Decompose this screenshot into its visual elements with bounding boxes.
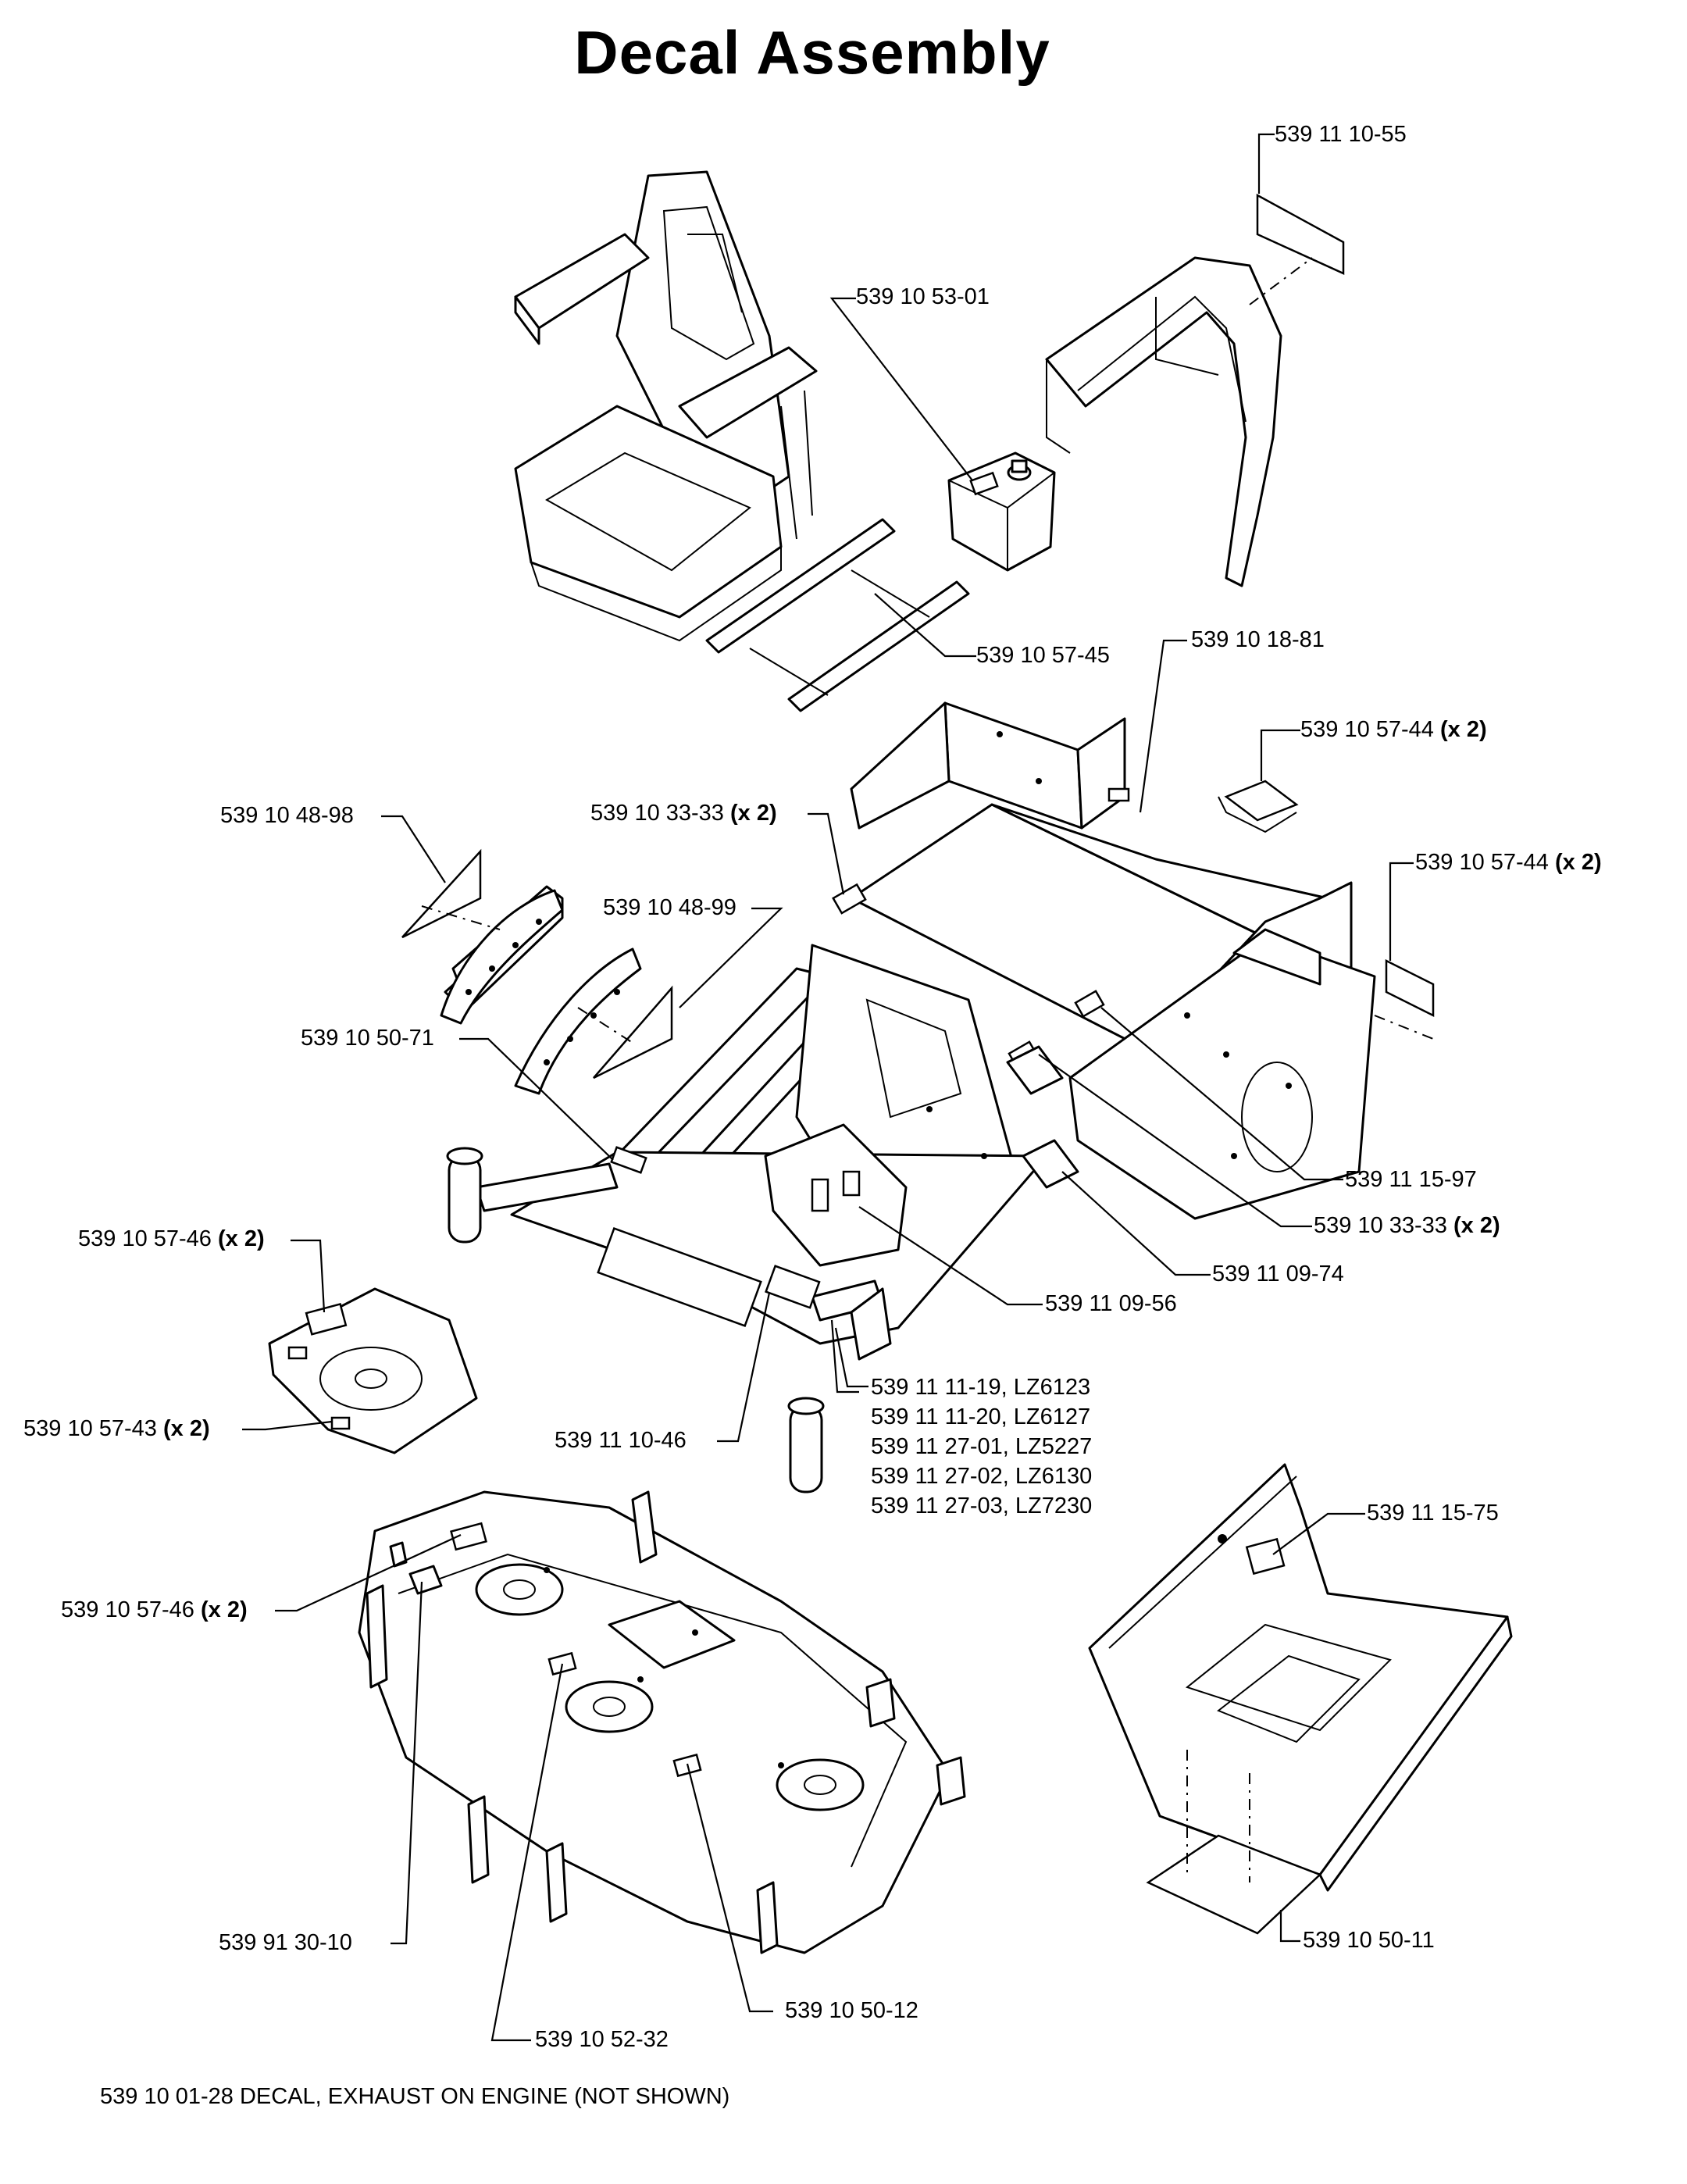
label-539-10-50-12: 539 10 50-12 [785, 1998, 918, 2023]
label-539-10-18-81: 539 10 18-81 [1191, 627, 1325, 652]
label-539-11-15-75: 539 11 15-75 [1367, 1501, 1499, 1526]
decal-539-10-57-44-a [1224, 780, 1299, 822]
roll-bar-bracket [1045, 256, 1282, 587]
label-539-91-30-10: 539 91 30-10 [219, 1930, 352, 1955]
decal-539-11-15-75 [1245, 1537, 1286, 1576]
label-539-10-48-99: 539 10 48-99 [603, 895, 737, 920]
control-box [947, 451, 1056, 572]
pulley-cover-plate [268, 1287, 478, 1454]
label-539-11-09-74: 539 11 09-74 [1212, 1262, 1344, 1286]
label-539-11-10-55: 539 11 10-55 [1275, 122, 1407, 147]
label-539-10-57-44-b: 539 10 57-44 (x 2) [1415, 850, 1602, 875]
page-title: Decal Assembly [574, 18, 1050, 87]
footnote: 539 10 01-28 DECAL, EXHAUST ON ENGINE (N… [100, 2084, 730, 2109]
side-panels [401, 848, 673, 1095]
decal-539-91-30-10 [408, 1565, 443, 1595]
label-539-11-09-56: 539 11 09-56 [1045, 1291, 1177, 1316]
label-539-10-33-33-a: 539 10 33-33 (x 2) [590, 801, 777, 826]
model-decal-list: 539 11 11-19, LZ6123 539 11 11-20, LZ612… [871, 1372, 1092, 1521]
model-decal-item: 539 11 27-02, LZ6130 [871, 1464, 1093, 1489]
main-frame [446, 701, 1376, 1493]
decal-539-10-48-99 [593, 985, 673, 1080]
label-539-11-10-46: 539 11 10-46 [555, 1428, 687, 1453]
label-539-10-57-46-a: 539 10 57-46 (x 2) [78, 1226, 265, 1251]
label-539-10-33-33-b: 539 10 33-33 (x 2) [1314, 1213, 1500, 1238]
leader-lines [242, 133, 1414, 2042]
label-539-10-53-01: 539 10 53-01 [856, 284, 990, 309]
label-539-10-57-43: 539 10 57-43 (x 2) [23, 1416, 210, 1441]
label-539-10-57-44-a: 539 10 57-44 (x 2) [1300, 717, 1487, 742]
model-decal-item: 539 11 27-01, LZ5227 [871, 1434, 1093, 1459]
model-decal-item: 539 11 27-03, LZ7230 [871, 1493, 1093, 1518]
decal-539-10-48-98 [401, 848, 482, 939]
decal-539-11-10-55 [1256, 193, 1345, 275]
decal-539-10-57-44-b [1385, 958, 1435, 1018]
decal-539-10-50-11 [1146, 1834, 1322, 1935]
label-539-10-50-71: 539 10 50-71 [301, 1026, 434, 1051]
label-539-10-57-45: 539 10 57-45 [976, 643, 1110, 668]
seat-assembly [514, 170, 970, 712]
label-539-11-15-97: 539 11 15-97 [1345, 1167, 1477, 1192]
mower-deck [358, 1490, 966, 1954]
model-decal-item: 539 11 11-20, LZ6127 [871, 1404, 1091, 1429]
label-539-10-57-46-b: 539 10 57-46 (x 2) [61, 1597, 248, 1622]
model-decal-item: 539 11 11-19, LZ6123 [871, 1375, 1091, 1400]
label-539-10-50-11: 539 10 50-11 [1303, 1928, 1435, 1953]
label-539-10-48-98: 539 10 48-98 [220, 803, 354, 828]
decal-539-10-57-46-b [450, 1522, 487, 1551]
floor-pan [1088, 1463, 1513, 1935]
label-539-10-52-32: 539 10 52-32 [535, 2027, 669, 2052]
